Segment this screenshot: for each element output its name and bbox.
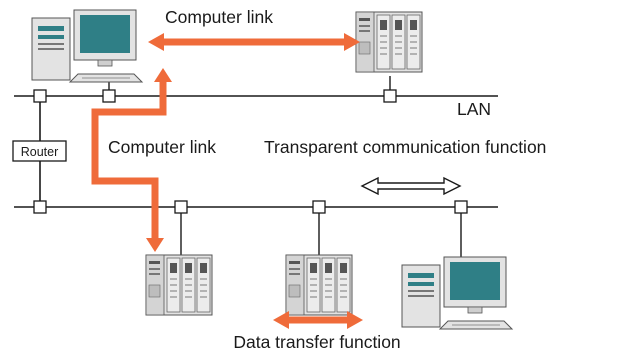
- data-transfer-arrowhead-right: [347, 311, 363, 329]
- transparent-communication-label: Transparent communication function: [264, 137, 546, 157]
- pc-bottom-icon: [401, 256, 513, 330]
- computer-link-top-label: Computer link: [165, 7, 273, 27]
- plc-top-icon: [355, 11, 423, 73]
- computer-link-route: [91, 79, 167, 240]
- pc-top-icon: [31, 9, 143, 83]
- lan-label: LAN: [457, 99, 491, 119]
- data-transfer-arrowhead-left: [273, 311, 289, 329]
- node-box: [454, 200, 468, 214]
- computer-link-mid-label: Computer link: [108, 137, 216, 157]
- node-box: [174, 200, 188, 214]
- node-box: [33, 200, 47, 214]
- route-arrowhead-up: [154, 68, 172, 82]
- plc-bottom-left-icon: [145, 254, 213, 316]
- computer-link-arrowhead-right: [344, 33, 360, 51]
- node-box: [33, 89, 47, 103]
- route-arrowhead-down: [146, 238, 164, 252]
- node-box: [312, 200, 326, 214]
- node-box: [102, 89, 116, 103]
- node-box: [383, 89, 397, 103]
- plc-bottom-middle-icon: [285, 254, 353, 316]
- router-box: [12, 140, 67, 162]
- router-label: Router: [21, 145, 59, 159]
- transparent-arrow: [360, 176, 462, 196]
- data-transfer-label: Data transfer function: [233, 332, 400, 352]
- computer-link-arrowhead-left: [148, 33, 164, 51]
